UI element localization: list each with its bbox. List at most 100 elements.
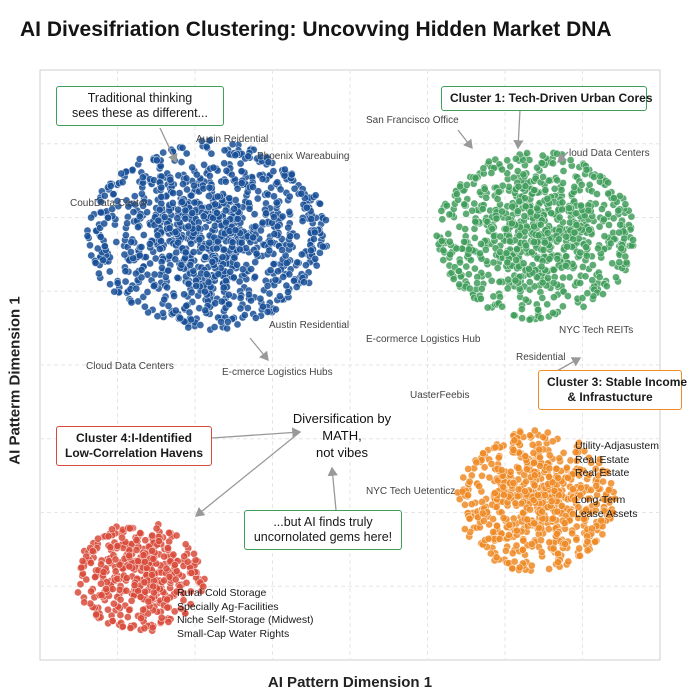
- data-point: [170, 561, 179, 569]
- data-point: [285, 207, 294, 216]
- data-point: [498, 207, 507, 216]
- data-point: [570, 182, 579, 191]
- label-orange-nyc: NYC Tech Uetenticz: [366, 486, 456, 497]
- data-point: [478, 497, 486, 506]
- data-point: [605, 221, 613, 229]
- data-point: [527, 561, 536, 570]
- data-point: [462, 180, 471, 189]
- data-point: [130, 192, 139, 201]
- data-point: [554, 558, 562, 567]
- y-axis-label: AI Patterm Dimension 1: [6, 296, 24, 465]
- data-point: [493, 264, 502, 272]
- data-point: [564, 557, 573, 566]
- data-point: [588, 524, 596, 533]
- data-point: [499, 482, 507, 491]
- data-point: [490, 489, 499, 497]
- data-point: [111, 555, 120, 564]
- data-point: [292, 232, 301, 241]
- data-point: [201, 253, 210, 261]
- data-point: [140, 302, 149, 311]
- data-point: [527, 540, 536, 548]
- data-point: [236, 304, 245, 313]
- data-point: [135, 251, 144, 260]
- annotation-cluster-4: Cluster 4:I-Identified Low-Correlation H…: [56, 426, 212, 466]
- data-point: [492, 502, 501, 511]
- data-point: [171, 228, 180, 236]
- data-point: [266, 238, 275, 247]
- data-point: [576, 551, 584, 560]
- data-point: [225, 194, 234, 203]
- data-point: [543, 428, 552, 437]
- data-point: [123, 212, 132, 221]
- data-point: [236, 294, 245, 302]
- data-point: [575, 544, 584, 553]
- data-point: [565, 204, 573, 213]
- data-point: [530, 471, 539, 480]
- data-point: [205, 183, 214, 192]
- data-point: [543, 194, 552, 203]
- data-point: [220, 159, 229, 168]
- data-point: [521, 182, 530, 190]
- data-point: [125, 562, 134, 571]
- data-point: [171, 575, 180, 584]
- data-point: [233, 320, 242, 329]
- data-point: [508, 202, 517, 211]
- data-point: [162, 564, 171, 573]
- data-point: [621, 200, 630, 209]
- data-point: [521, 202, 530, 211]
- data-point: [592, 500, 601, 508]
- data-point: [493, 195, 502, 203]
- data-point: [525, 264, 533, 273]
- data-point: [550, 184, 559, 193]
- data-point: [183, 185, 191, 194]
- data-point: [102, 584, 110, 593]
- data-point: [136, 529, 145, 537]
- data-point: [301, 261, 310, 270]
- data-point: [553, 254, 562, 263]
- annotation-arrow: [211, 427, 302, 439]
- data-point: [526, 431, 534, 440]
- data-point: [616, 220, 625, 229]
- data-point: [113, 279, 122, 287]
- data-point: [593, 190, 601, 198]
- data-point: [576, 491, 585, 500]
- data-point: [502, 225, 510, 233]
- data-point: [560, 519, 569, 527]
- label-green-nyc: NYC Tech REITs: [559, 325, 634, 336]
- data-point: [549, 278, 558, 287]
- data-point: [174, 171, 183, 180]
- data-point: [484, 534, 493, 543]
- data-point: [533, 491, 542, 499]
- label-blue-austin-top: Aucin Reidential: [196, 134, 269, 145]
- annotation-center: Diversification by MATH, not vibes: [292, 411, 392, 460]
- data-point: [538, 278, 547, 287]
- data-point: [125, 606, 134, 614]
- data-point: [581, 272, 590, 281]
- data-point: [526, 505, 534, 514]
- data-point: [518, 314, 526, 323]
- data-point: [587, 486, 595, 494]
- data-point: [200, 160, 208, 169]
- data-point: [471, 173, 480, 182]
- label-blue-cloud-left: CoubData Center: [70, 198, 148, 209]
- data-point: [145, 239, 154, 248]
- data-point: [247, 265, 255, 273]
- data-point: [202, 142, 211, 151]
- data-point: [148, 623, 157, 632]
- data-point: [149, 282, 158, 290]
- data-point: [595, 455, 604, 464]
- data-point: [530, 186, 539, 195]
- data-point: [284, 223, 293, 232]
- data-point: [513, 526, 521, 535]
- label-green-cloud: loud Data Centers: [569, 148, 650, 159]
- data-point: [478, 471, 486, 480]
- data-point: [576, 248, 585, 257]
- data-point: [169, 550, 178, 559]
- data-point: [270, 230, 279, 238]
- data-point: [97, 208, 105, 217]
- annotation-arrow: [457, 129, 473, 150]
- data-point: [108, 525, 116, 534]
- data-point: [237, 179, 246, 187]
- annotation-cluster-1: Cluster 1: Tech-Driven Urban Cores: [441, 86, 653, 111]
- data-point: [127, 238, 136, 246]
